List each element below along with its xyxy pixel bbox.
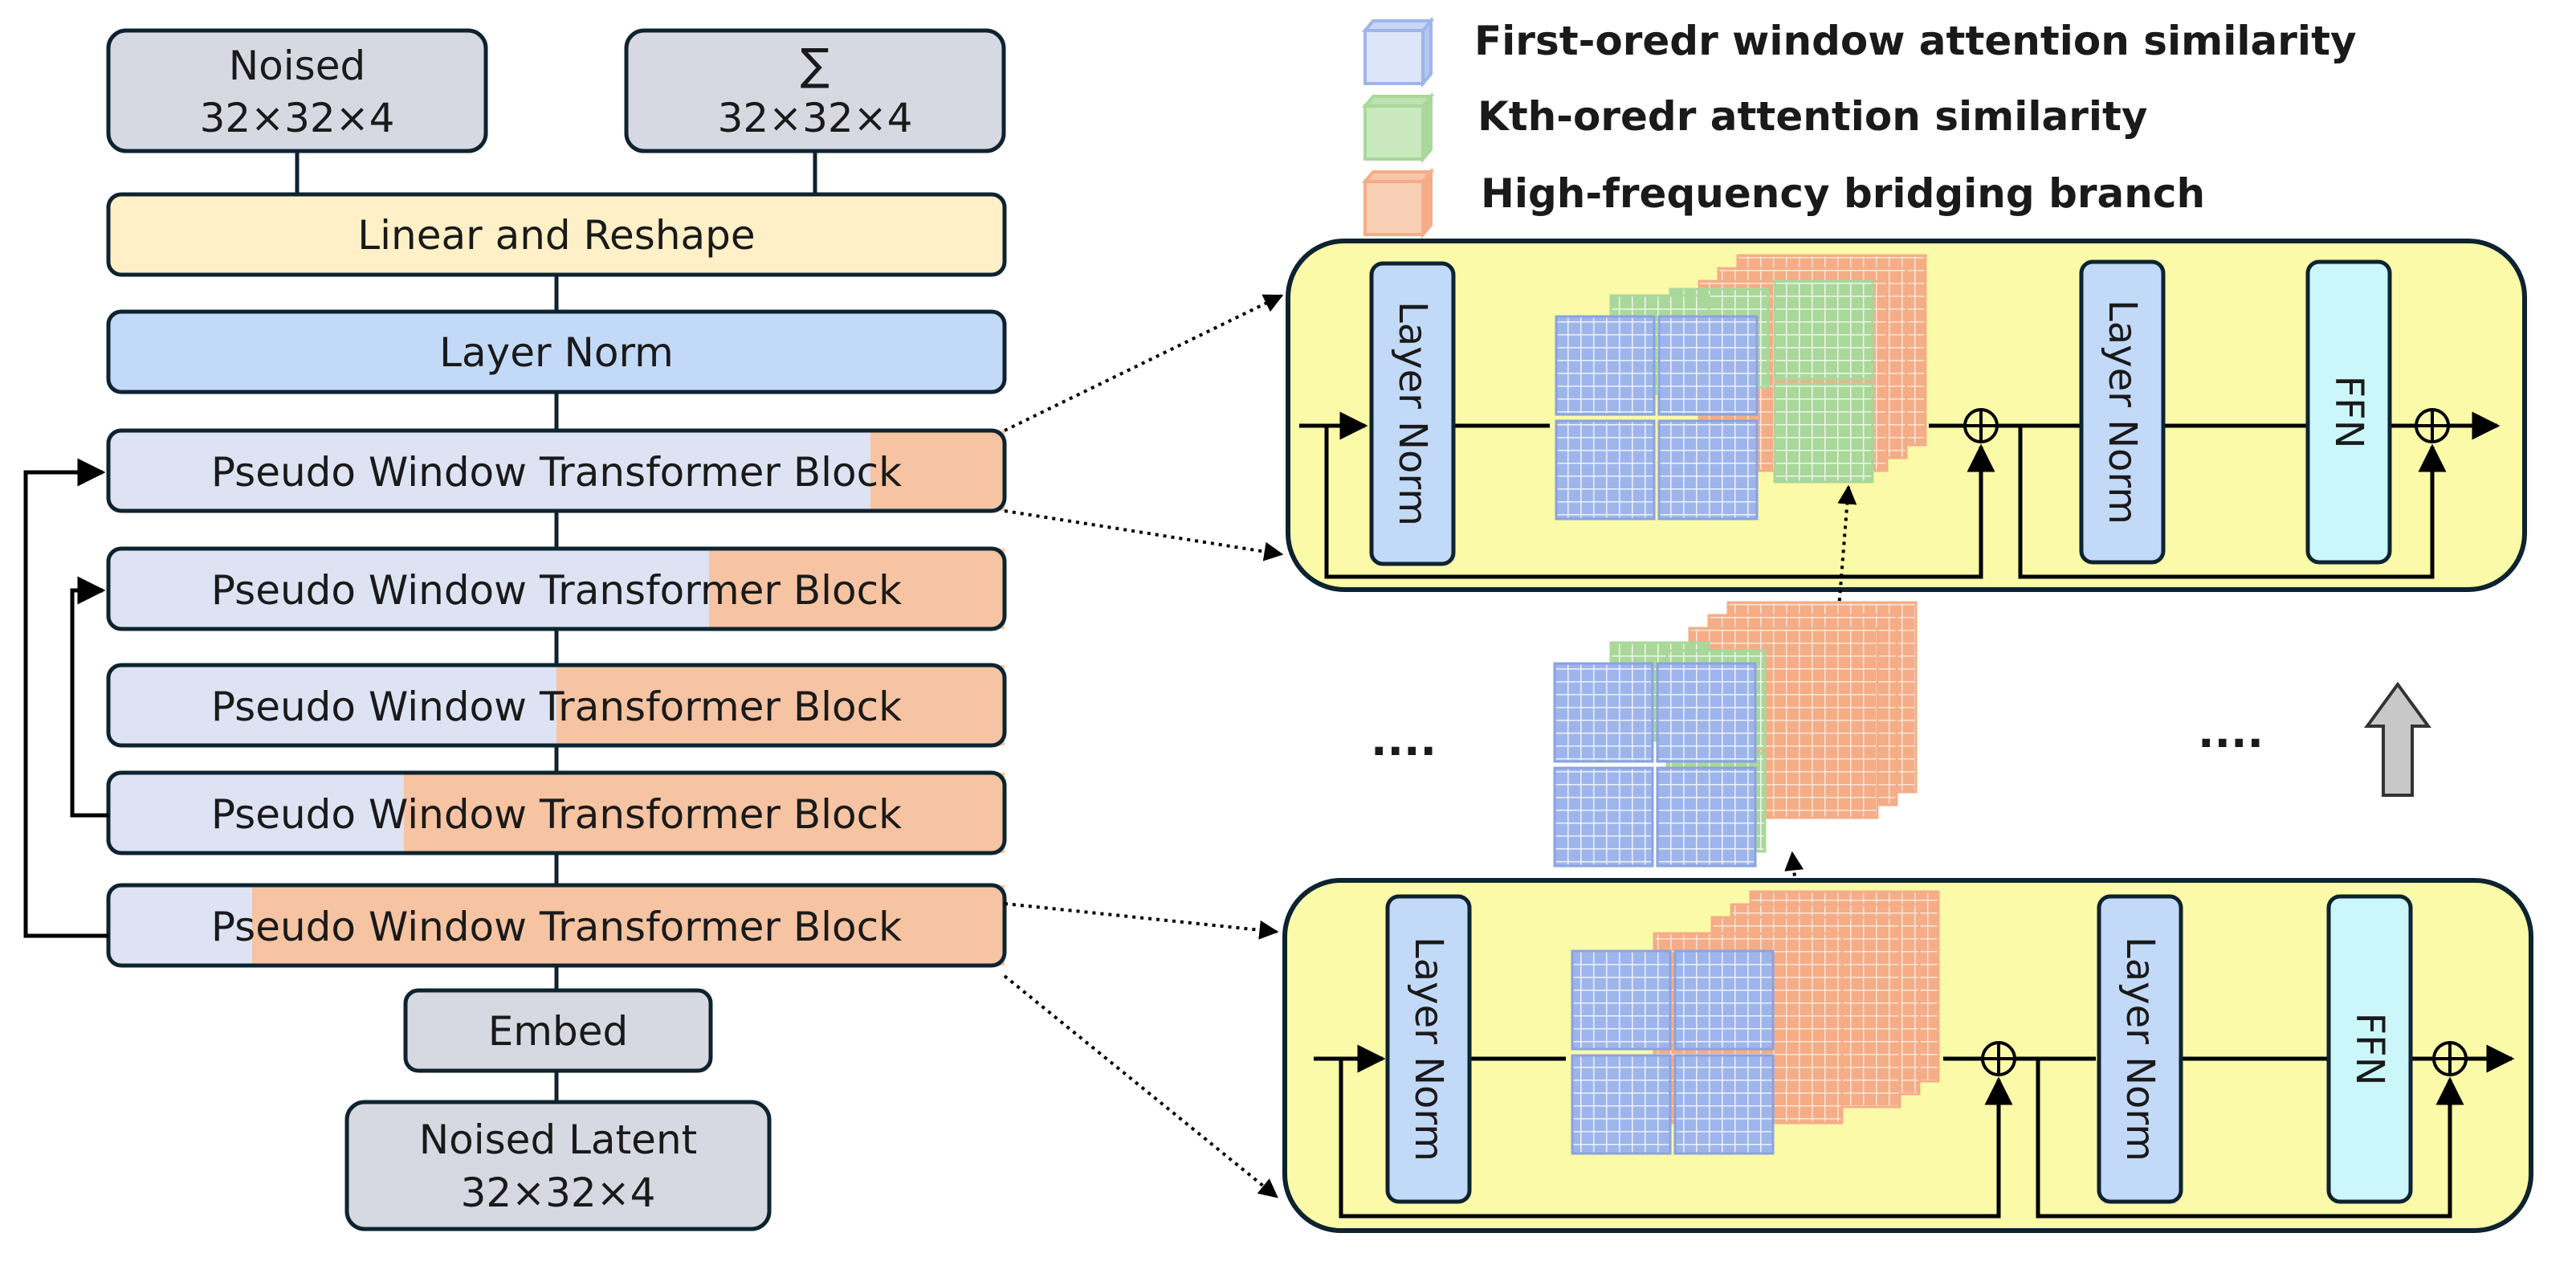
legend-label-first-order: First-oredr window attention similarity — [1474, 18, 2357, 64]
residual-add-icon — [2415, 408, 2450, 443]
sigma-title: ∑ — [801, 39, 829, 90]
first-order-cubes — [1571, 949, 1775, 1155]
layer-norm-block: Layer Norm — [1385, 894, 1472, 1204]
legend: First-oredr window attention similarity … — [1361, 16, 2357, 239]
sigma-dims: 32×32×4 — [718, 95, 913, 141]
pwt-block-1: Pseudo Window Transformer Block — [106, 428, 1007, 513]
sigma-input-box: ∑ 32×32×4 — [624, 28, 1006, 153]
pwt-block-3-orange-fill — [556, 665, 1005, 745]
pwt-block-5-label: Pseudo Window Transformer Block — [211, 904, 902, 950]
ffn-block: FFN — [2326, 894, 2413, 1204]
ffn-label: FFN — [2347, 1012, 2392, 1085]
middle-cube-cluster — [1553, 601, 1918, 868]
block-detail-panel-top: Layer Norm Layer Norm FFN — [1286, 239, 2527, 592]
residual-add-icon — [1981, 1041, 2016, 1076]
layer-norm-label: Layer Norm — [1406, 937, 1451, 1162]
legend-label-high-frequency: High-frequency bridging branch — [1481, 170, 2205, 217]
residual-add-icon — [1963, 408, 1999, 443]
layer-norm-label: Layer Norm — [439, 329, 674, 376]
pwt-block-1-label: Pseudo Window Transformer Block — [211, 449, 902, 496]
ellipsis-right: .... — [2198, 707, 2264, 757]
attention-cube-cluster — [1571, 890, 1940, 1155]
linear-reshape-box: Linear and Reshape — [106, 192, 1007, 277]
pwt-block-stack: Pseudo Window Transformer Block Pseudo W… — [106, 428, 1007, 968]
linear-reshape-label: Linear and Reshape — [357, 212, 755, 259]
layer-norm-label: Layer Norm — [2100, 300, 2145, 525]
ffn-label: FFN — [2326, 375, 2371, 448]
legend-item-first-order: First-oredr window attention similarity — [1361, 16, 2357, 88]
pwt-block-3-label: Pseudo Window Transformer Block — [211, 684, 902, 730]
projection-arrows — [1003, 294, 1284, 1198]
layer-norm-block: Layer Norm — [1369, 261, 1456, 566]
residual-add-icon — [2432, 1041, 2468, 1076]
pwt-block-2: Pseudo Window Transformer Block — [106, 546, 1007, 631]
layer-norm-label: Layer Norm — [2117, 937, 2162, 1162]
embed-label: Embed — [488, 1008, 629, 1055]
pwt-block-5: Pseudo Window Transformer Block — [106, 883, 1007, 968]
ellipsis-left: .... — [1371, 715, 1437, 766]
layer-norm-box: Layer Norm — [106, 309, 1007, 394]
pwt-block-3: Pseudo Window Transformer Block — [106, 663, 1007, 748]
legend-swatch-green-cube — [1361, 92, 1435, 164]
legend-label-kth-order: Kth-oredr attention similarity — [1478, 93, 2148, 140]
block-detail-panel-bottom: Layer Norm Layer Norm FFN — [1282, 878, 2533, 1233]
layer-norm-block: Layer Norm — [2079, 259, 2166, 565]
embed-box: Embed — [403, 988, 713, 1073]
noised-title: Noised — [229, 43, 365, 89]
legend-item-high-frequency: High-frequency bridging branch — [1361, 167, 2205, 239]
noised-latent-box: Noised Latent 32×32×4 — [344, 1100, 772, 1231]
pwt-block-1-orange-fill — [870, 431, 1005, 511]
legend-item-kth-order: Kth-oredr attention similarity — [1361, 92, 2148, 164]
pwt-block-2-orange-fill — [709, 549, 1005, 629]
legend-swatch-blue-cube — [1361, 16, 1435, 88]
ffn-block: FFN — [2305, 259, 2392, 565]
first-order-cubes — [1555, 315, 1759, 521]
noised-latent-dims: 32×32×4 — [461, 1170, 656, 1216]
legend-swatch-orange-cube — [1361, 167, 1435, 239]
noised-input-box: Noised 32×32×4 — [106, 28, 488, 153]
pwt-block-4-orange-fill — [404, 773, 1005, 853]
pwt-block-4: Pseudo Window Transformer Block — [106, 770, 1007, 855]
skip-connections — [23, 458, 108, 938]
noised-dims: 32×32×4 — [200, 95, 395, 141]
pwt-block-4-label: Pseudo Window Transformer Block — [211, 791, 902, 838]
pwt-block-5-orange-fill — [252, 885, 1005, 966]
pwt-block-2-label: Pseudo Window Transformer Block — [211, 567, 902, 614]
attention-cube-cluster — [1555, 254, 1927, 521]
up-arrow-icon — [2364, 681, 2431, 797]
noised-latent-title: Noised Latent — [419, 1117, 697, 1163]
layer-norm-label: Layer Norm — [1390, 301, 1435, 526]
layer-norm-block: Layer Norm — [2097, 894, 2183, 1204]
